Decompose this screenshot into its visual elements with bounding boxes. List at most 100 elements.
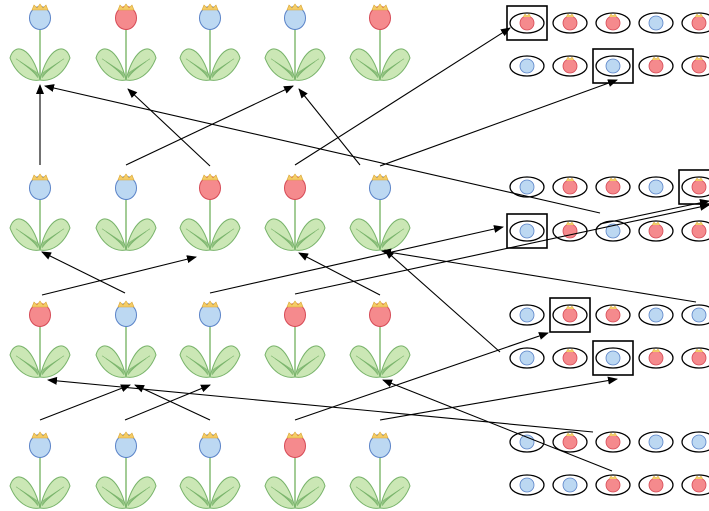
flower-crown	[31, 3, 49, 11]
arrow-19	[47, 376, 594, 433]
seed-blue-p3-top-5	[681, 304, 709, 326]
seed-blue-p2-top-1	[509, 176, 545, 198]
arrow-22	[382, 379, 613, 472]
flower-crown	[201, 300, 219, 308]
seed-blue-p2-top-4	[638, 176, 674, 198]
selection-box	[678, 169, 709, 205]
seed-red-p4-top-3	[595, 431, 631, 453]
seed-red-p3-top-3	[595, 304, 631, 326]
seed-blue-p1-bottom-1	[509, 55, 545, 77]
flower-crown	[117, 173, 135, 181]
seed-red-p3-bottom-4	[638, 347, 674, 369]
selection-box	[549, 297, 591, 333]
seed-red-p1-bottom-5	[681, 55, 709, 77]
flower-crown	[371, 431, 389, 439]
flower-crown	[201, 3, 219, 11]
plant-red-r3c5	[349, 300, 411, 378]
seed-blue-p2-bottom-1	[509, 220, 545, 242]
seed-blue-p4-bottom-2	[552, 474, 588, 496]
seed-red-p1-bottom-4	[638, 55, 674, 77]
arrow-3	[125, 85, 294, 166]
flower-crown	[31, 431, 49, 439]
seed-red-p1-bottom-2	[552, 55, 588, 77]
seed-red-p2-bottom-5	[681, 220, 709, 242]
arrow-21	[379, 376, 618, 421]
plant-blue-r3c2	[95, 300, 157, 378]
plant-red-r1c5	[349, 3, 411, 81]
plant-blue-r4c2	[95, 431, 157, 509]
plant-blue-r1c4	[264, 3, 326, 81]
selection-box	[506, 213, 548, 249]
seed-pair-2	[506, 169, 709, 249]
seed-red-p4-bottom-3	[595, 474, 631, 496]
seed-blue-p4-top-4	[638, 431, 674, 453]
arrow-13	[298, 252, 381, 296]
arrow-16	[39, 384, 131, 421]
seed-red-p2-top-3	[595, 176, 631, 198]
arrow-11	[209, 225, 504, 294]
flower-crown	[371, 173, 389, 181]
flower-crown	[201, 173, 219, 181]
plant-blue-r4c5	[349, 431, 411, 509]
arrow-9	[41, 251, 126, 294]
seed-red-p2-bottom-4	[638, 220, 674, 242]
seed-pair-3	[509, 297, 709, 376]
arrow-7	[44, 84, 601, 214]
plant-blue-r2c5	[349, 173, 411, 251]
seed-red-p4-bottom-5	[681, 474, 709, 496]
flower-crown	[286, 300, 304, 308]
plant-red-r1c2	[95, 3, 157, 81]
arrow-14	[381, 248, 697, 303]
flower-crown	[286, 3, 304, 11]
arrow-5	[379, 79, 618, 167]
seed-blue-p4-bottom-1	[509, 474, 545, 496]
seed-red-p3-top-2	[552, 304, 588, 326]
plant-blue-r2c2	[95, 173, 157, 251]
arrow-20	[294, 332, 549, 421]
arrow-12	[294, 202, 709, 295]
flower-crown	[117, 3, 135, 11]
seed-blue-p3-bottom-1	[509, 347, 545, 369]
seed-red-p2-top-5	[681, 176, 709, 198]
seed-blue-p1-top-4	[638, 12, 674, 34]
arrow-2	[127, 88, 211, 167]
arrow-8	[599, 198, 709, 225]
seed-pair-1	[506, 5, 709, 84]
plant-blue-r4c1	[9, 431, 71, 509]
flower-crown	[371, 300, 389, 308]
plant-blue-r1c1	[9, 3, 71, 81]
seed-pair-4	[509, 431, 709, 496]
flower-crown	[201, 431, 219, 439]
seed-red-p1-top-3	[595, 12, 631, 34]
plant-blue-r1c3	[179, 3, 241, 81]
selection-box	[506, 5, 548, 41]
seed-red-p4-top-2	[552, 431, 588, 453]
seed-blue-p3-top-1	[509, 304, 545, 326]
arrow-6	[298, 88, 361, 166]
seed-red-p4-bottom-4	[638, 474, 674, 496]
flower-crown	[31, 173, 49, 181]
selection-box	[592, 340, 634, 376]
seed-blue-p4-top-5	[681, 431, 709, 453]
plant-red-r3c4	[264, 300, 326, 378]
plant-red-r2c3	[179, 173, 241, 251]
seed-blue-p3-top-4	[638, 304, 674, 326]
flower-crown	[31, 300, 49, 308]
seed-red-p2-top-2	[552, 176, 588, 198]
flower-crown	[286, 173, 304, 181]
seed-red-p1-top-2	[552, 12, 588, 34]
seed-blue-p3-bottom-3	[595, 347, 631, 369]
seed-red-p3-bottom-2	[552, 347, 588, 369]
seed-red-p1-top-1	[509, 12, 545, 34]
seed-red-p3-bottom-5	[681, 347, 709, 369]
arrow-4	[294, 27, 511, 166]
plant-blue-r4c3	[179, 431, 241, 509]
flower-crown	[117, 431, 135, 439]
flower-crown	[371, 3, 389, 11]
seed-red-p1-top-5	[681, 12, 709, 34]
plant-red-r2c4	[264, 173, 326, 251]
arrow-connections	[36, 27, 709, 472]
arrow-17	[124, 384, 211, 421]
